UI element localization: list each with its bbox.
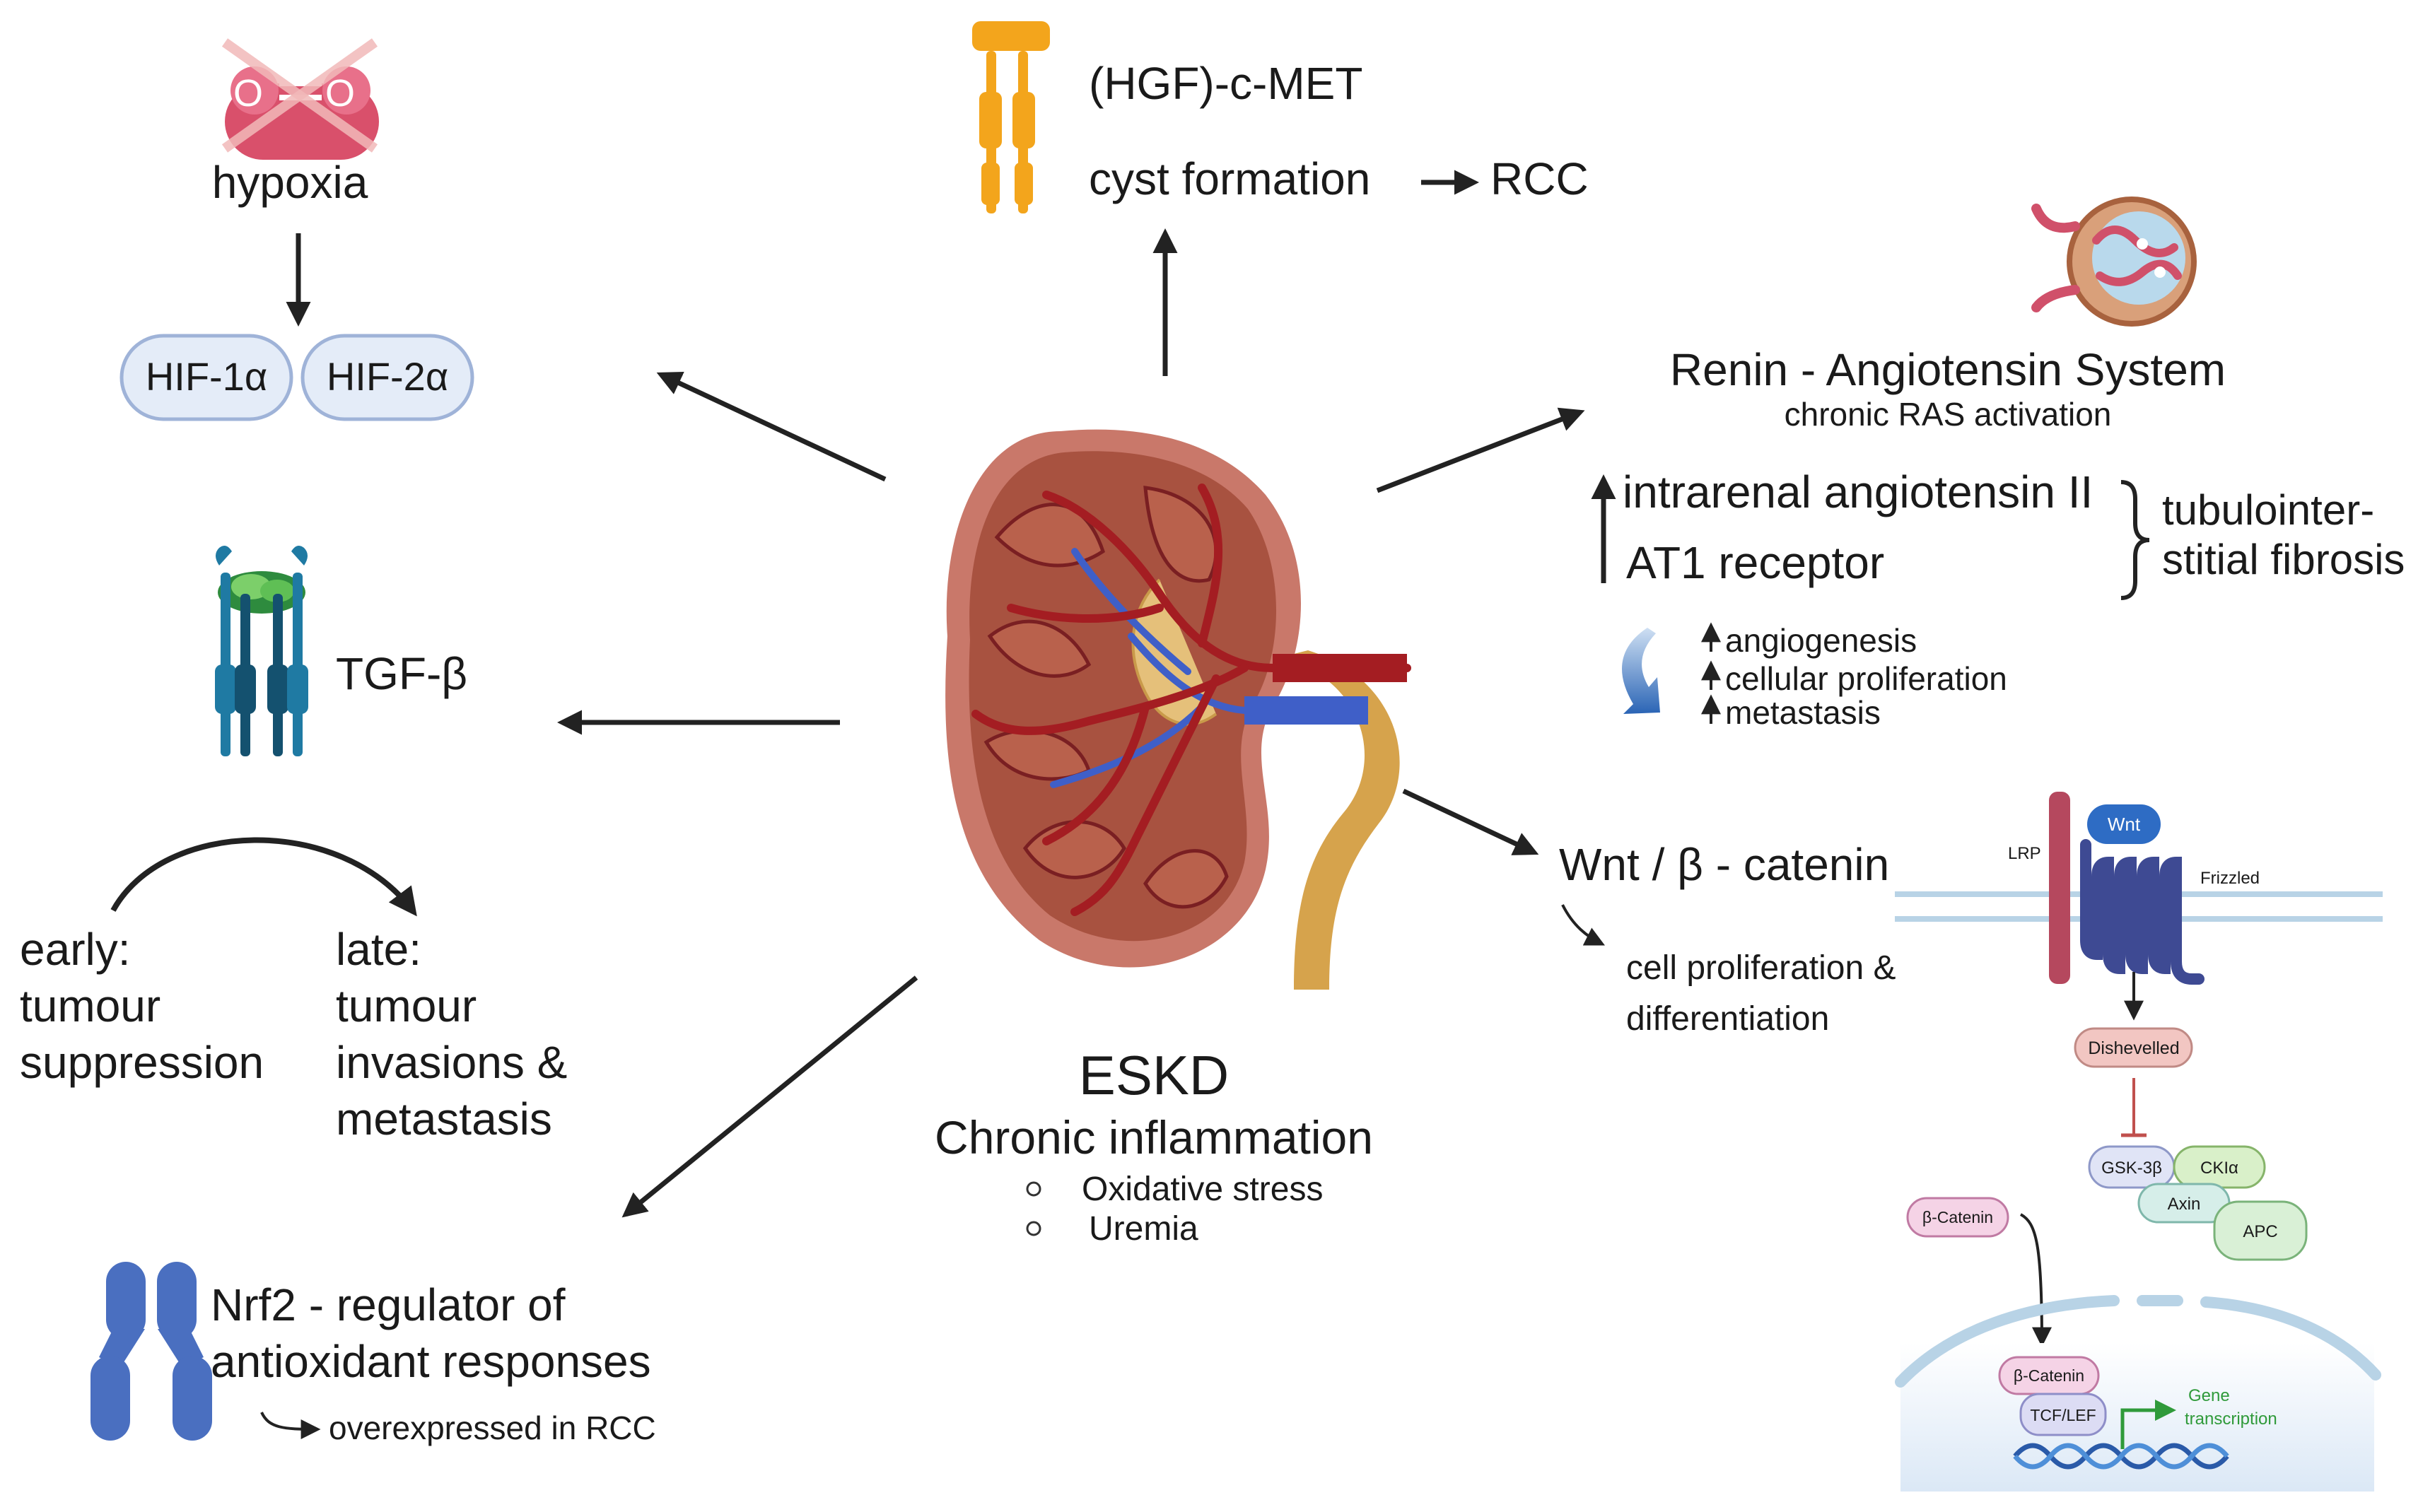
oxidative-stress-label: Oxidative stress [1082, 1171, 1323, 1208]
arrow-to-hif [656, 371, 887, 482]
wnt-ligand [2087, 804, 2161, 844]
wnt-sub-line2: differentiation [1626, 1000, 1829, 1038]
eskd-label: ESKD [1079, 1044, 1229, 1106]
bcatenin-cyto-label: β-Catenin [1922, 1208, 1993, 1226]
nrf2-group: Nrf2 - regulator of antioxidant response… [90, 1262, 656, 1446]
wnt-sub-arrow [1561, 904, 1606, 946]
wnt-sub-line1: cell proliferation & [1626, 949, 1896, 987]
hypoxia-label: hypoxia [212, 157, 368, 208]
tgf-beta-receptor-icon [215, 545, 308, 756]
nrf2-line2: antioxidant responses [211, 1336, 651, 1387]
ras-group: Renin - Angiotensin System chronic RAS a… [1591, 197, 2405, 731]
main-arrows [557, 228, 1585, 1218]
ras-effects: angiogenesis cellular proliferation meta… [1701, 622, 2007, 731]
uremia-label: Uremia [1089, 1210, 1198, 1248]
lrp-receptor [2049, 792, 2070, 984]
nrf2-sub-label: overexpressed in RCC [329, 1410, 656, 1446]
cyst-formation-label: cyst formation [1089, 153, 1370, 204]
gene-transcription-arrow [2120, 1400, 2176, 1449]
rcc-label: RCC [1490, 153, 1589, 204]
hif2a-pill [300, 334, 474, 421]
tgf-group: TGF-β early: tumour suppression late: tu… [20, 545, 567, 1144]
kidney-icon [945, 429, 1411, 990]
nrf2-sub-arrow [260, 1412, 321, 1439]
at1-label: AT1 receptor [1626, 537, 1884, 588]
proliferation-label: cellular proliferation [1725, 660, 2007, 697]
hif1a-pill [119, 334, 293, 421]
crossed-oxygen-molecule-icon: O O [221, 38, 379, 160]
late-line4: metastasis [336, 1094, 552, 1144]
gene-label-line2: transcription [2185, 1410, 2277, 1429]
early-line2: tumour [20, 980, 160, 1031]
wnt-group: Wnt / β - catenin cell proliferation & d… [1559, 792, 2383, 1492]
apc-pill [2213, 1200, 2308, 1261]
dna-helix [2013, 1443, 2229, 1470]
fibrosis-line1: tubulointer- [2162, 486, 2374, 534]
tcf-lef-pill [2019, 1393, 2107, 1436]
tcf-lef-label: TCF/LEF [2030, 1406, 2096, 1424]
early-line3: suppression [20, 1037, 264, 1088]
glomerulus-icon [2031, 197, 2197, 327]
frizzled-label: Frizzled [2200, 869, 2260, 888]
arrow-to-nrf2 [621, 975, 918, 1218]
early-line1: early: [20, 924, 131, 975]
arrow-to-ras [1376, 407, 1585, 493]
kidney-arteries [971, 484, 1411, 916]
bcatenin-nuc-label: β-Catenin [2014, 1366, 2084, 1385]
early-late-arrow [110, 837, 417, 917]
inflammation-label: Chronic inflammation [935, 1111, 1373, 1164]
nucleus [1895, 1295, 2381, 1492]
center-text: ESKD Chronic inflammation Oxidative stre… [935, 1044, 1373, 1248]
late-line3: invasions & [336, 1037, 567, 1088]
arrow-to-wnt [1402, 788, 1539, 855]
axin-label: Axin [2168, 1195, 2201, 1214]
gsk3b-label: GSK-3β [2101, 1159, 2162, 1178]
hif2a-label: HIF-2α [327, 354, 448, 399]
dishevelled-label: Dishevelled [2088, 1038, 2179, 1058]
hypoxia-group: O O hypoxia HIF-1α HIF-2α [119, 38, 474, 421]
metastasis-label: metastasis [1725, 694, 1881, 731]
wnt-title: Wnt / β - catenin [1559, 839, 1889, 890]
late-line2: tumour [336, 980, 477, 1031]
nrf2-line1: Nrf2 - regulator of [211, 1279, 566, 1330]
svg-text:O: O [233, 72, 263, 115]
bullet-1 [1026, 1181, 1041, 1197]
ras-subtitle: chronic RAS activation [1785, 396, 2112, 433]
dishevelled-pill [2074, 1027, 2193, 1068]
hif1a-label: HIF-1α [146, 354, 267, 399]
angiotensin-label: intrarenal angiotensin II [1623, 467, 2093, 517]
apc-label: APC [2243, 1222, 2277, 1241]
ras-title: Renin - Angiotensin System [1670, 344, 2226, 395]
fibrosis-line2: stitial fibrosis [2162, 536, 2405, 583]
tgf-label: TGF-β [336, 648, 467, 699]
brace [2120, 480, 2150, 600]
cmet-label: (HGF)-c-MET [1089, 58, 1362, 109]
late-line1: late: [336, 924, 421, 975]
c-met-receptor-icon [972, 21, 1050, 213]
nrf2-protein-icon [90, 1262, 212, 1441]
curved-blue-arrow-icon [1622, 628, 1660, 714]
gene-label-line1: Gene [2188, 1386, 2230, 1405]
bcatenin-cyto-pill [1906, 1197, 2009, 1238]
arrow-bcatenin-to-nucleus [2019, 1213, 2052, 1347]
angiogenesis-label: angiogenesis [1725, 622, 1917, 659]
lrp-label: LRP [2008, 844, 2041, 863]
cmet-group: (HGF)-c-MET cyst formation RCC [972, 21, 1589, 213]
frizzled-receptor [2080, 839, 2205, 985]
bullet-2 [1026, 1221, 1041, 1236]
ck1a-label: CKIα [2200, 1159, 2238, 1178]
wnt-ligand-label: Wnt [2108, 814, 2141, 835]
